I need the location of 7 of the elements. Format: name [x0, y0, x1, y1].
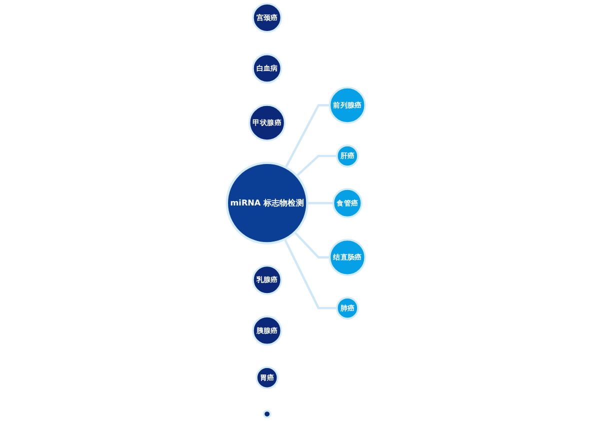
connector: [285, 104, 330, 168]
connector: [284, 238, 338, 310]
connector: [296, 154, 338, 177]
node-circle: miRNA 标志物检测: [226, 162, 309, 244]
node-circle: [263, 410, 272, 418]
connector: [294, 232, 330, 259]
connector: [308, 202, 334, 204]
